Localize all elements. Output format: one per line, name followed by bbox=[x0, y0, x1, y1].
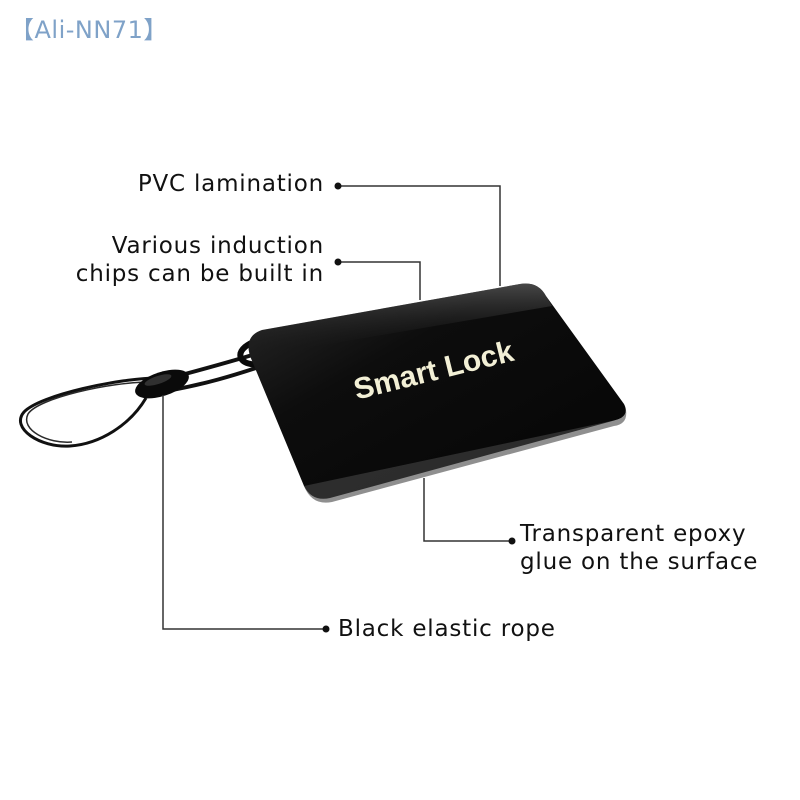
callout-epoxy-glue: Transparent epoxy glue on the surface bbox=[520, 520, 758, 576]
watermark: 【Ali-NN71】 bbox=[10, 16, 168, 44]
leader-dots bbox=[322, 182, 516, 633]
leader-chips bbox=[338, 261, 421, 300]
leader-dot-epoxy bbox=[508, 537, 516, 545]
callout-chips-line2: chips can be built in bbox=[75, 261, 324, 287]
leader-dot-pvc bbox=[334, 182, 342, 190]
callout-elastic-rope: Black elastic rope bbox=[338, 615, 556, 643]
callout-induction-chips: Various induction chips can be built in bbox=[76, 232, 324, 288]
callout-epoxy-line1: Transparent epoxy bbox=[520, 521, 747, 547]
leader-dot-rope bbox=[322, 625, 330, 633]
key-card: Smart Lock bbox=[248, 283, 627, 503]
rope-clasp bbox=[135, 369, 189, 399]
callout-pvc-lamination: PVC lamination bbox=[138, 170, 324, 198]
callout-chips-line1: Various induction bbox=[111, 233, 324, 259]
leader-epoxy bbox=[423, 478, 512, 542]
callout-rope-text: Black elastic rope bbox=[338, 616, 556, 642]
callout-pvc-text: PVC lamination bbox=[137, 171, 324, 197]
leader-lines bbox=[162, 185, 512, 630]
leader-dot-chips bbox=[334, 258, 342, 266]
leader-rope bbox=[162, 395, 326, 630]
leader-pvc bbox=[338, 185, 501, 286]
callout-epoxy-line2: glue on the surface bbox=[520, 549, 759, 575]
